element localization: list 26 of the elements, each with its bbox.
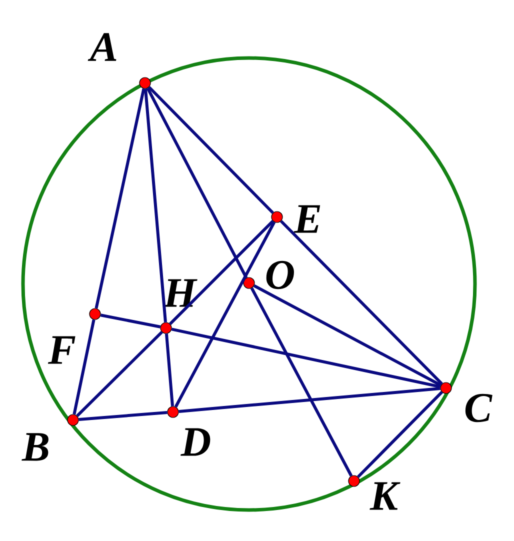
point-label: E <box>294 205 320 233</box>
point-label: F <box>48 336 76 364</box>
line-segment <box>357 391 443 478</box>
point-label: H <box>163 279 198 307</box>
line-segment <box>148 86 274 214</box>
line-segment <box>250 287 353 477</box>
point-label: A <box>88 33 116 61</box>
point-label: C <box>465 394 492 422</box>
line-segment <box>169 220 274 325</box>
line-segment <box>164 334 174 406</box>
line-segment <box>94 88 146 309</box>
line-segment <box>171 328 441 388</box>
point-label: B <box>22 433 48 461</box>
line-segment <box>72 319 96 415</box>
point-label: D <box>180 428 210 456</box>
line-segment <box>253 284 442 387</box>
line-segment <box>174 221 276 408</box>
line-segment <box>76 331 163 417</box>
line-segment <box>146 87 248 279</box>
line-segment <box>100 314 161 328</box>
line-segment <box>280 220 443 385</box>
line-segment <box>144 88 167 322</box>
line-segment <box>78 410 168 422</box>
point-label: O <box>266 260 294 290</box>
line-segment <box>178 387 440 413</box>
point-label: K <box>370 482 400 510</box>
